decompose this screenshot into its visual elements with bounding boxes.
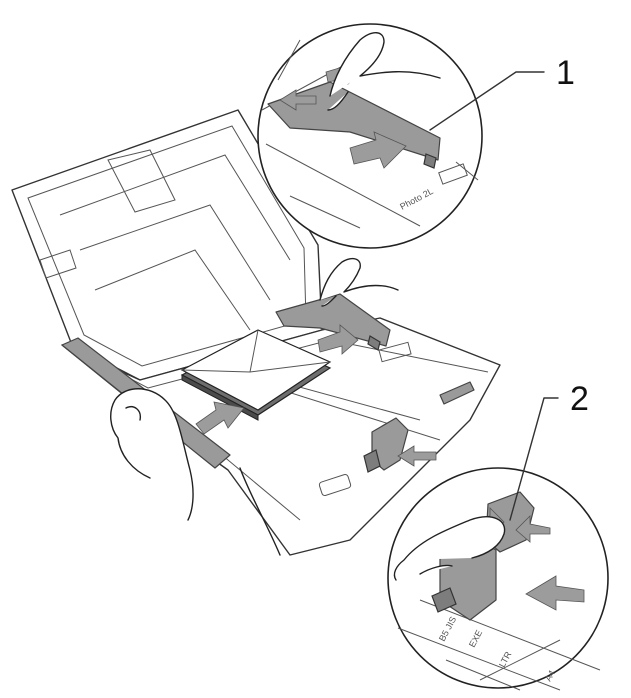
tray-label-a4: A4 [543, 669, 557, 683]
detail-arrow-squeeze-bottom [515, 515, 551, 543]
callout-1-leader [429, 71, 545, 131]
callout-2: 2 [509, 380, 589, 521]
detail-arrow-slide [349, 131, 407, 169]
callout-1: 1 [429, 54, 575, 131]
detail-arrow-left [279, 89, 317, 111]
detail-circle-width-guide: Photo 2L [257, 23, 483, 249]
slide-arrow-width-guide [317, 324, 359, 355]
tray-side-latch [439, 381, 475, 405]
slide-arrow-length-guide [397, 445, 437, 467]
paper-width-guide[interactable] [275, 293, 412, 363]
callout-1-number: 1 [556, 54, 575, 92]
callout-2-leader [509, 397, 559, 521]
paper-tray [11, 109, 501, 556]
detail-arrow-push [525, 575, 585, 611]
detail-circle-length-guide: B5 JIS EXE LTR A4 [387, 467, 609, 691]
callout-2-number: 2 [570, 380, 589, 418]
hand-pinching-width-guide [319, 257, 399, 307]
push-arrow-envelope [195, 401, 245, 435]
hand-holding-envelopes [110, 388, 281, 556]
